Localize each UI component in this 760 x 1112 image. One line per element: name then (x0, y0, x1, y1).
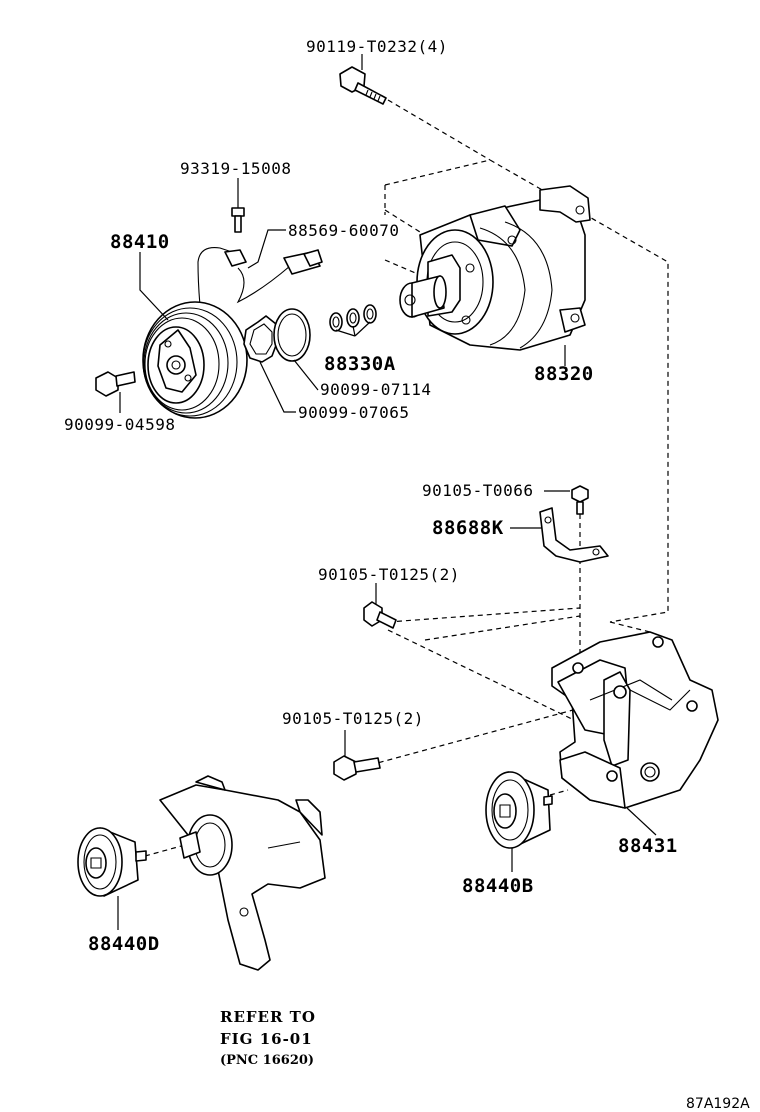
screw-93319-15008[interactable] (231, 207, 245, 233)
label-snap-ring-outer: 90099-07114 (320, 380, 431, 399)
label-connector: 88569-60070 (288, 221, 399, 240)
label-bracket-bolt: 90105-T0066 (422, 481, 533, 500)
label-screw-small: 93319-15008 (180, 159, 291, 178)
bolt-90105-T0125-lower[interactable] (333, 755, 381, 781)
magnetic-clutch-88410[interactable] (142, 247, 323, 419)
label-idler-left: 88440D (88, 933, 160, 955)
clamp-bracket-88688K[interactable] (539, 507, 609, 563)
shims-88330A[interactable] (329, 304, 377, 332)
reference-line-3: (PNC 16620) (220, 1053, 314, 1068)
label-bracket-main: 88431 (618, 835, 678, 857)
idler-pulley-88440D[interactable] (77, 827, 147, 897)
label-clutch: 88410 (110, 231, 170, 253)
reference-line-1: REFER TO (220, 1008, 316, 1026)
label-clutch-bolt: 90099-04598 (64, 415, 175, 434)
snap-ring-90099-07114[interactable] (273, 308, 311, 362)
label-idler-right: 88440B (462, 875, 534, 897)
compressor-88320[interactable] (399, 185, 591, 351)
clutch-bolt-90099-04598[interactable] (95, 371, 136, 397)
bracket-88431[interactable] (551, 631, 719, 809)
label-shims: 88330A (324, 353, 396, 375)
assembly-guide-lines (144, 99, 669, 857)
reference-line-2: FIG 16-01 (220, 1030, 313, 1048)
figure-code: 87A192A (686, 1096, 750, 1112)
label-bolt-top: 90119-T0232(4) (306, 37, 448, 56)
bolt-90105-T0125-upper[interactable] (363, 601, 397, 629)
bolt-90119-T0232[interactable] (339, 66, 387, 105)
label-clamp-bracket: 88688K (432, 517, 504, 539)
label-bolt-mid-upper: 90105-T0125(2) (318, 565, 460, 584)
bolt-90105-T0066[interactable] (571, 485, 589, 515)
tensioner-arm-reference[interactable] (159, 775, 326, 971)
label-compressor: 88320 (534, 363, 594, 385)
label-snap-ring-inner: 90099-07065 (298, 403, 409, 422)
label-bolt-mid-lower: 90105-T0125(2) (282, 709, 424, 728)
idler-pulley-88440B[interactable] (485, 771, 553, 849)
snap-ring-90099-07065[interactable] (243, 315, 279, 363)
leader-lines (117, 54, 657, 930)
